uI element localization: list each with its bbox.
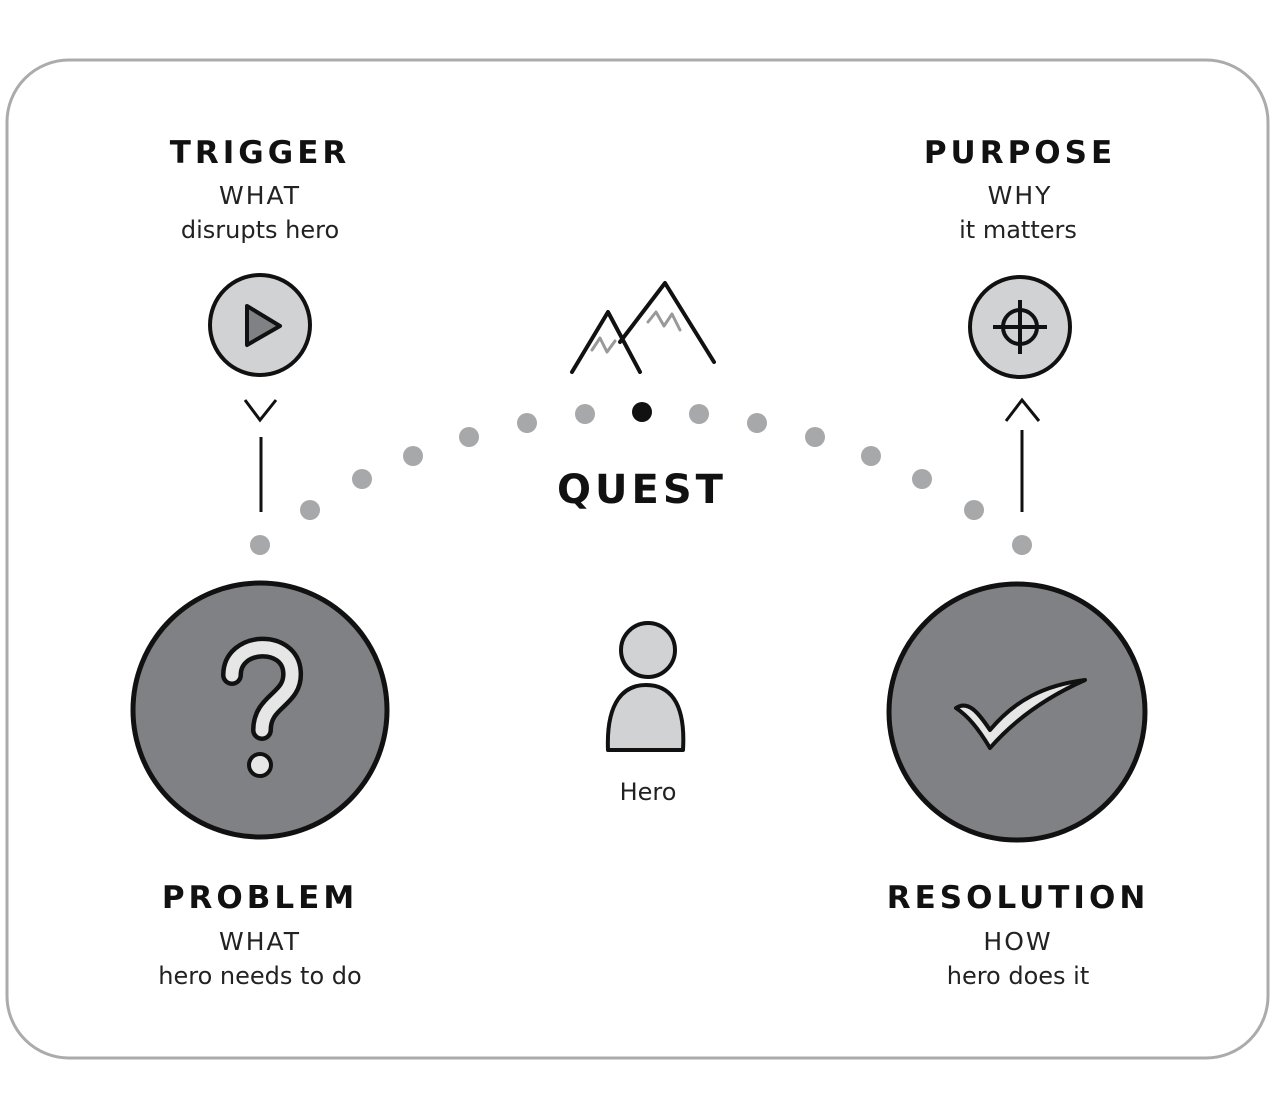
trigger-section: TRIGGER WHAT disrupts hero (170, 135, 351, 512)
mountain-icon (570, 281, 716, 374)
resolution-title: RESOLUTION (887, 880, 1150, 916)
quest-path-dot (575, 404, 595, 424)
quest-path-dot (352, 469, 372, 489)
problem-description: hero needs to do (158, 962, 361, 990)
quest-path-dot (250, 535, 270, 555)
quest-path-dot (689, 404, 709, 424)
quest-path-dot (861, 446, 881, 466)
frame (5, 58, 1270, 1060)
purpose-question: WHY (988, 181, 1053, 210)
quest-path-dot (747, 413, 767, 433)
purpose-description: it matters (959, 216, 1077, 244)
quest-path-dot (912, 469, 932, 489)
purpose-section: PURPOSE WHY it matters (924, 135, 1116, 512)
checkmark-icon (886, 581, 1148, 843)
person-icon (605, 621, 686, 752)
quest-path-dot (403, 446, 423, 466)
quest-path-dot (1012, 535, 1032, 555)
quest-path (250, 402, 1032, 555)
question-mark-icon (130, 580, 390, 840)
quest-path-dot (805, 427, 825, 447)
resolution-section: RESOLUTION HOW hero does it (886, 581, 1150, 990)
quest-path-dot (517, 413, 537, 433)
quest-path-dot (459, 427, 479, 447)
quest-current-dot (632, 402, 652, 422)
resolution-description: hero does it (947, 962, 1090, 990)
crosshair-icon (968, 275, 1072, 379)
resolution-question: HOW (983, 927, 1052, 956)
purpose-title: PURPOSE (924, 135, 1116, 171)
quest-path-dot (964, 500, 984, 520)
problem-title: PROBLEM (162, 880, 358, 916)
quest-path-dot (300, 500, 320, 520)
trigger-title: TRIGGER (170, 135, 351, 171)
arrow-up-icon (1004, 397, 1041, 512)
problem-section: PROBLEM WHAT hero needs to do (130, 580, 390, 990)
arrow-down-icon (243, 399, 278, 512)
problem-question: WHAT (219, 927, 301, 956)
trigger-question: WHAT (219, 181, 301, 210)
hero-label: Hero (620, 778, 677, 806)
trigger-description: disrupts hero (181, 216, 339, 244)
quest-title: QUEST (557, 467, 727, 513)
play-icon (208, 273, 312, 377)
